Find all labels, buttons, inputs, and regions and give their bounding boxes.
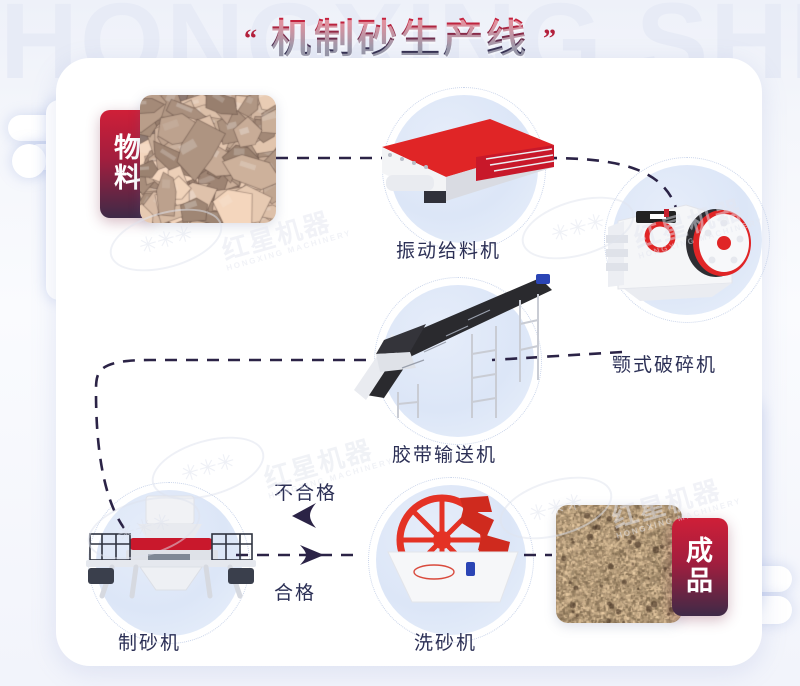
tab-product-char-1: 成	[686, 535, 714, 567]
label-sand-washer: 洗砂机	[414, 632, 478, 654]
watermark-logo-2: ✳✳✳ 红星机器 HONGXING MACHINERY	[514, 185, 765, 271]
watermark-logo-4: ✳✳✳ 红星机器 HONGXING MACHINERY	[492, 465, 743, 551]
watermark-stars-3: ✳✳✳	[177, 447, 238, 488]
page-title: “ 机制砂生产线 ”	[0, 6, 800, 64]
watermark-stars-4: ✳✳✳	[525, 487, 586, 528]
deco-dot-left	[12, 144, 46, 178]
label-belt-conveyor: 胶带输送机	[392, 444, 498, 466]
equipment-belt-conveyor	[340, 272, 570, 422]
label-jaw-crusher: 颚式破碎机	[612, 354, 718, 376]
watermark-stars-2: ✳✳✳	[547, 207, 608, 248]
watermark-logo-3: ✳✳✳ 红星机器 HONGXING MACHINERY	[144, 425, 395, 511]
watermark-stars: ✳✳✳	[135, 219, 196, 260]
tab-material-char-1: 物	[114, 132, 142, 164]
watermark-logo-1: ✳✳✳ 红星机器 HONGXING MACHINERY	[102, 197, 353, 283]
label-sand-maker: 制砂机	[118, 632, 182, 654]
halo-ring-jaw	[604, 157, 770, 323]
watermark-logo-5: ✳✳✳	[80, 485, 208, 571]
tab-material-char-2: 料	[114, 163, 142, 194]
label-feeder: 振动给料机	[396, 240, 502, 262]
equipment-feeder	[368, 105, 558, 215]
tab-product: 成 品	[672, 518, 728, 616]
photo-material	[140, 95, 276, 223]
photo-product	[556, 505, 682, 623]
tab-product-char-2: 品	[686, 566, 714, 597]
watermark-stars-5: ✳✳✳	[113, 507, 174, 548]
label-reject: 不合格	[274, 482, 338, 504]
equipment-sand-maker	[82, 492, 260, 602]
title-text: 机制砂生产线	[271, 6, 529, 64]
equipment-sand-washer	[368, 490, 528, 610]
label-accept: 合格	[274, 582, 317, 604]
open-quote-icon: “	[244, 24, 257, 53]
halo-ring-washer	[368, 477, 534, 643]
close-quote-icon: ”	[543, 24, 556, 53]
equipment-jaw-crusher	[600, 165, 770, 315]
